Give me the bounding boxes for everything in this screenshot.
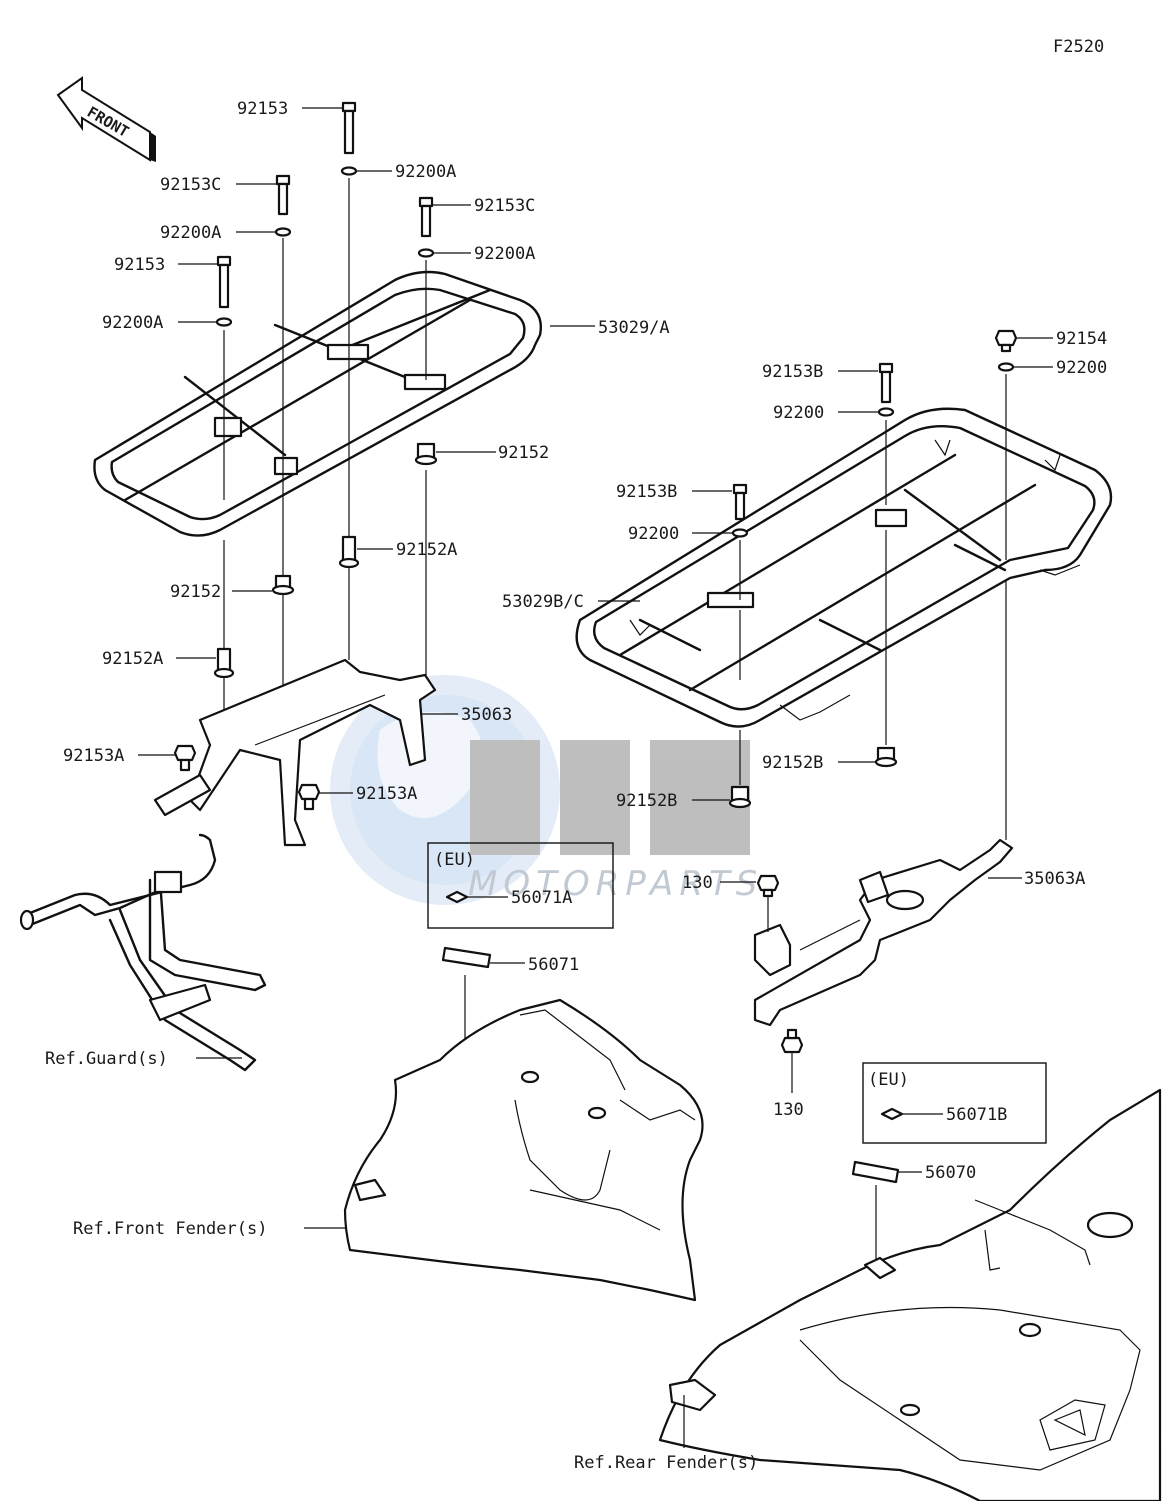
- eu-box-right: [862, 1062, 1047, 1144]
- front-guard-reference: [19, 833, 267, 1072]
- label-92200A-mid: 92200A: [474, 244, 535, 264]
- washer-92200A-top: [340, 166, 358, 176]
- rear-rack-bracket-35063A: [753, 838, 1014, 1027]
- label-92152-left: 92152: [170, 582, 221, 602]
- bolt-92153A-center: [297, 783, 321, 811]
- label-56071-shape: [441, 946, 492, 969]
- label-ref-guard: Ref.Guard(s): [45, 1049, 168, 1069]
- label-56070: 56070: [925, 1163, 976, 1183]
- label-56071: 56071: [528, 955, 579, 975]
- label-56071B: 56071B: [946, 1105, 1007, 1125]
- label-92200A-top: 92200A: [395, 162, 456, 182]
- label-92153B-mid: 92153B: [616, 482, 677, 502]
- label-92200-right-top: 92200: [1056, 358, 1107, 378]
- washer-92200-right-mid: [877, 407, 895, 417]
- bolt-92153-top: [341, 101, 357, 155]
- bolt-92154: [994, 329, 1018, 353]
- collar-92152-left: [271, 574, 295, 596]
- front-fender-reference: [343, 998, 704, 1302]
- label-130-upper: 130: [682, 873, 713, 893]
- bolt-92153A-left: [173, 744, 197, 772]
- bolt-130-lower: [780, 1028, 804, 1054]
- label-92152-right: 92152: [498, 443, 549, 463]
- eu-box-left: [427, 842, 614, 929]
- washer-92200A-lower: [215, 317, 233, 327]
- label-130-lower: 130: [773, 1100, 804, 1120]
- label-92153B-top: 92153B: [762, 362, 823, 382]
- label-56071B-shape: [880, 1107, 904, 1121]
- label-92153A-left: 92153A: [63, 746, 124, 766]
- label-92153C-mid: 92153C: [474, 196, 535, 216]
- collar-92152-right: [414, 442, 438, 466]
- collar-92152A-center: [338, 535, 360, 569]
- collar-92152B-center: [728, 785, 752, 809]
- washer-92200-right-top: [997, 362, 1015, 372]
- label-92200-lower: 92200: [628, 524, 679, 544]
- rear-carrier-rack: [575, 407, 1113, 728]
- label-92153-left: 92153: [114, 255, 165, 275]
- label-92153-top: 92153: [237, 99, 288, 119]
- label-eu-right: (EU): [868, 1070, 909, 1090]
- label-92152A-center: 92152A: [396, 540, 457, 560]
- label-ref-rear-fender: Ref.Rear Fender(s): [574, 1453, 758, 1473]
- bolt-92153-left: [216, 255, 232, 309]
- label-92200A-left: 92200A: [160, 223, 221, 243]
- label-92153A-center: 92153A: [356, 784, 417, 804]
- bolt-92153B-mid: [732, 483, 748, 521]
- rear-fender-reference: [658, 1088, 1162, 1501]
- label-92200A-lower: 92200A: [102, 313, 163, 333]
- label-92152B-center: 92152B: [616, 791, 677, 811]
- collar-92152A-left: [213, 647, 235, 679]
- label-35063: 35063: [461, 705, 512, 725]
- collar-92152B-right: [874, 746, 898, 768]
- label-92152A-left: 92152A: [102, 649, 163, 669]
- bolt-92153B-top: [878, 362, 894, 404]
- label-53029A: 53029/A: [598, 318, 670, 338]
- washer-92200A-mid: [417, 248, 435, 258]
- bolt-92153C-left: [275, 174, 291, 216]
- label-56070-shape: [851, 1160, 900, 1184]
- front-arrow-icon: FRONT: [56, 76, 156, 162]
- label-56071A: 56071A: [511, 888, 572, 908]
- washer-92200-lower: [731, 528, 749, 538]
- label-ref-front-fender: Ref.Front Fender(s): [73, 1219, 267, 1239]
- label-92200-right-mid: 92200: [773, 403, 824, 423]
- label-eu-left: (EU): [434, 850, 475, 870]
- front-carrier-rack: [93, 270, 542, 537]
- label-53029BC: 53029B/C: [502, 592, 584, 612]
- figure-code: F2520: [1053, 37, 1104, 57]
- label-92153C-left: 92153C: [160, 175, 221, 195]
- label-92152B-right: 92152B: [762, 753, 823, 773]
- label-35063A: 35063A: [1024, 869, 1085, 889]
- washer-92200A-left: [274, 227, 292, 237]
- front-rack-bracket-35063: [153, 658, 437, 847]
- bolt-92153C-mid: [418, 196, 434, 238]
- label-92154: 92154: [1056, 329, 1107, 349]
